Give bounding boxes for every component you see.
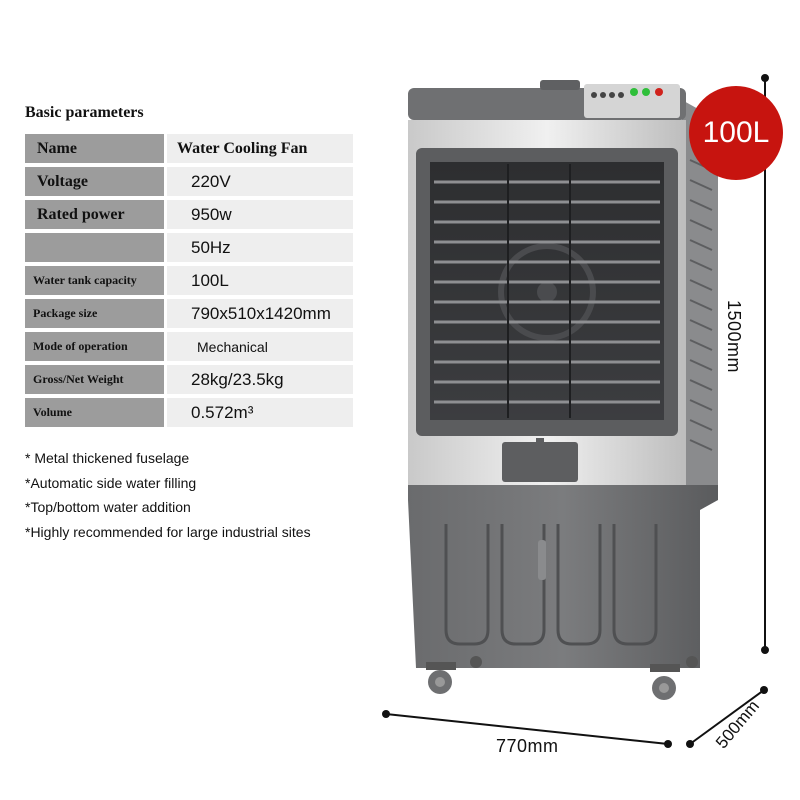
spec-value: 28kg/23.5kg (167, 365, 353, 394)
spec-key: Volume (25, 398, 164, 427)
spec-value: 0.572m³ (167, 398, 353, 427)
height-dimension-line (764, 78, 766, 650)
width-label: 770mm (496, 736, 559, 756)
dimension-endpoint-icon (761, 74, 769, 82)
spec-value: Water Cooling Fan (167, 134, 353, 163)
capacity-badge: 100L (689, 86, 783, 180)
spec-row: Package size 790x510x1420mm (25, 299, 353, 328)
spec-key: Gross/Net Weight (25, 365, 164, 394)
spec-value: 100L (167, 266, 353, 295)
spec-table: Name Water Cooling Fan Voltage 220V Rate… (25, 134, 353, 431)
feature-item: * Metal thickened fuselage (25, 450, 190, 466)
spec-value: Mechanical (167, 332, 353, 361)
spec-row: Gross/Net Weight 28kg/23.5kg (25, 365, 353, 394)
spec-key: Rated power (25, 200, 164, 229)
dimension-endpoint-icon (761, 646, 769, 654)
spec-row: 50Hz (25, 233, 353, 262)
spec-key: Package size (25, 299, 164, 328)
spec-key: Voltage (25, 167, 164, 196)
feature-item: *Highly recommended for large industrial… (25, 523, 311, 540)
spec-row: Mode of operation Mechanical (25, 332, 353, 361)
spec-row: Voltage 220V (25, 167, 353, 196)
spec-row: Volume 0.572m³ (25, 398, 353, 427)
product-image-icon (408, 80, 718, 700)
spec-heading: Basic parameters (25, 104, 144, 121)
spec-row: Water tank capacity 100L (25, 266, 353, 295)
spec-row: Rated power 950w (25, 200, 353, 229)
feature-list: * Metal thickened fuselage *Automatic si… (25, 446, 311, 544)
spec-key: Mode of operation (25, 332, 164, 361)
spec-key: Name (25, 134, 164, 163)
feature-item: *Top/bottom water addition (25, 499, 191, 515)
spec-key: Water tank capacity (25, 266, 164, 295)
feature-item: *Automatic side water filling (25, 474, 197, 491)
spec-row: Name Water Cooling Fan (25, 134, 353, 163)
spec-value: 220V (167, 167, 353, 196)
spec-key (25, 233, 164, 262)
spec-value: 50Hz (167, 233, 353, 262)
spec-value: 790x510x1420mm (167, 299, 353, 328)
spec-value: 950w (167, 200, 353, 229)
